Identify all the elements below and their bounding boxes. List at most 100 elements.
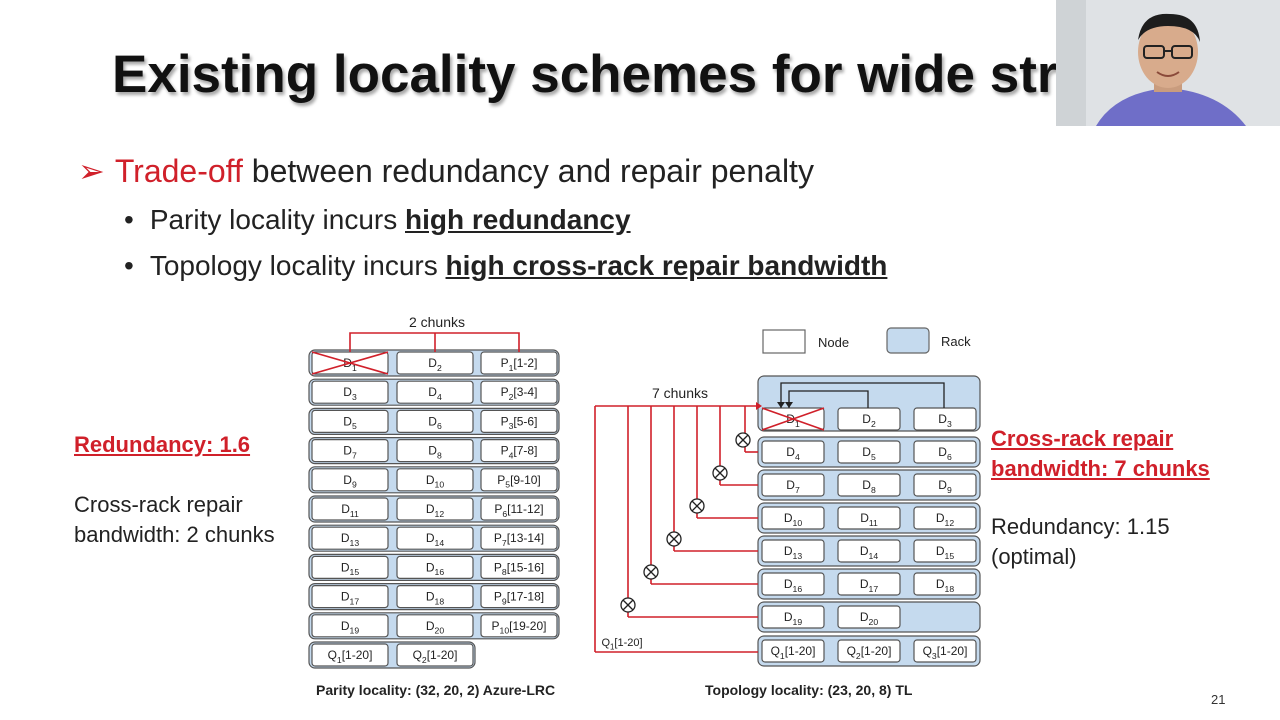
chunk-label: P4[7-8] xyxy=(501,444,538,461)
chunk-label: D18 xyxy=(936,577,954,594)
legend-rack-label: Rack xyxy=(941,334,971,349)
chunk-label: D3 xyxy=(938,412,952,429)
q-feeder-label: Q1[1-20] xyxy=(601,637,642,652)
legend-node-box xyxy=(762,329,806,354)
chunk-box xyxy=(480,526,558,550)
chunk-box xyxy=(311,439,389,463)
chunk-box xyxy=(396,526,474,550)
chunk-box xyxy=(311,409,389,433)
left-bandwidth-line-2: bandwidth: 2 chunks xyxy=(74,522,275,547)
chunk-box xyxy=(761,572,825,596)
xor-icon xyxy=(737,434,749,446)
chunk-box xyxy=(480,555,558,580)
chunk-box xyxy=(311,526,389,550)
chunk-label: D6 xyxy=(938,445,952,462)
xor-icon xyxy=(714,467,726,479)
chunk-label: D4 xyxy=(428,385,442,402)
chunk-box xyxy=(396,584,474,609)
right-caption: Topology locality: (23, 20, 8) TL xyxy=(705,682,913,698)
chunk-label: P5[9-10] xyxy=(497,473,541,490)
chunk-label: D14 xyxy=(426,531,444,548)
chunk-box xyxy=(480,614,558,638)
xor-icon xyxy=(691,500,703,512)
page-number: 21 xyxy=(1211,692,1226,707)
chunk-label: D7 xyxy=(786,478,800,495)
chunk-box xyxy=(761,440,825,464)
chunk-box xyxy=(480,468,558,492)
chunk-label: P9[17-18] xyxy=(494,590,544,607)
failed-chunk-cross xyxy=(311,351,389,375)
chunk-box xyxy=(837,572,901,596)
failed-chunk-cross xyxy=(761,407,825,431)
chunk-box xyxy=(480,409,558,433)
chunk-box xyxy=(837,407,901,431)
right-redundancy-line-2: (optimal) xyxy=(991,544,1077,569)
main-bullet: ➢Trade-off between redundancy and repair… xyxy=(78,152,814,190)
sub-bullet-emphasis: high cross-rack repair bandwidth xyxy=(445,250,888,281)
chunk-label: D6 xyxy=(428,414,442,431)
chunk-label: D16 xyxy=(426,560,444,577)
right-bandwidth-label: Cross-rack repair bandwidth: 7 chunks xyxy=(991,424,1210,484)
local-repair-line xyxy=(788,390,869,408)
chunk-label: D20 xyxy=(860,610,878,627)
chunk-label: D11 xyxy=(860,511,878,528)
chunk-label: P8[15-16] xyxy=(494,560,544,577)
chunk-box xyxy=(761,639,825,663)
chunk-label: D10 xyxy=(784,511,802,528)
chunk-box xyxy=(913,440,977,464)
chunk-label: D2 xyxy=(862,412,876,429)
chunk-label: P6[11-12] xyxy=(494,502,543,519)
chunk-label: D13 xyxy=(341,531,359,548)
chunk-label: D5 xyxy=(862,445,876,462)
chunk-label: D18 xyxy=(426,590,444,607)
arrow-head-icon xyxy=(756,402,762,410)
sub-bullet-text: Topology locality incurs xyxy=(149,250,446,281)
chunk-label: D8 xyxy=(428,444,442,461)
chunk-box xyxy=(761,605,825,629)
chunk-box xyxy=(311,584,389,609)
chunk-label: D15 xyxy=(341,560,359,577)
chunk-box xyxy=(913,506,977,530)
bullet-main-text: between redundancy and repair penalty xyxy=(242,153,814,189)
chunk-label: D12 xyxy=(936,511,954,528)
chunk-label: D3 xyxy=(343,385,357,402)
chunk-box xyxy=(913,407,977,431)
left-bandwidth-label: Cross-rack repair bandwidth: 2 chunks xyxy=(74,490,275,550)
bullet-dot-icon: • xyxy=(124,204,134,235)
chunk-label: D14 xyxy=(860,544,878,561)
legend-node-label: Node xyxy=(818,335,849,350)
chunk-box xyxy=(396,468,474,492)
chunk-label: D17 xyxy=(860,577,878,594)
bullet-main-emphasis: Trade-off xyxy=(114,153,243,189)
right-chunks-label: 7 chunks xyxy=(652,385,708,401)
chunk-label: D19 xyxy=(784,610,802,627)
chunk-box xyxy=(761,539,825,563)
xor-icon xyxy=(668,533,680,545)
chunk-box xyxy=(311,468,389,492)
chunk-box xyxy=(480,439,558,463)
chunk-label: P1[1-2] xyxy=(501,356,538,373)
chunk-label: D12 xyxy=(426,502,444,519)
chunk-box xyxy=(837,605,901,629)
chunk-box xyxy=(837,473,901,497)
chunk-box xyxy=(480,497,558,521)
chunk-box xyxy=(396,409,474,433)
left-caption: Parity locality: (32, 20, 2) Azure-LRC xyxy=(316,682,555,698)
chunk-label: P10[19-20] xyxy=(492,619,547,636)
chunk-box xyxy=(311,614,389,638)
webcam-overlay xyxy=(1056,0,1280,126)
chunk-box xyxy=(396,380,474,404)
bullet-arrow-icon: ➢ xyxy=(78,153,105,189)
sub-bullet-text: Parity locality incurs xyxy=(149,204,405,235)
right-bandwidth-line-1: Cross-rack repair xyxy=(991,426,1174,451)
chunk-box xyxy=(913,473,977,497)
sub-bullet-topology: •Topology locality incurs high cross-rac… xyxy=(124,250,887,282)
chunk-box xyxy=(761,473,825,497)
chunk-box xyxy=(837,440,901,464)
chunk-box xyxy=(480,584,558,609)
chunk-box xyxy=(396,643,474,667)
chunk-box xyxy=(913,639,977,663)
sub-bullet-parity: •Parity locality incurs high redundancy xyxy=(124,204,631,236)
chunk-box xyxy=(837,639,901,663)
right-bandwidth-line-2: bandwidth: 7 chunks xyxy=(991,456,1210,481)
